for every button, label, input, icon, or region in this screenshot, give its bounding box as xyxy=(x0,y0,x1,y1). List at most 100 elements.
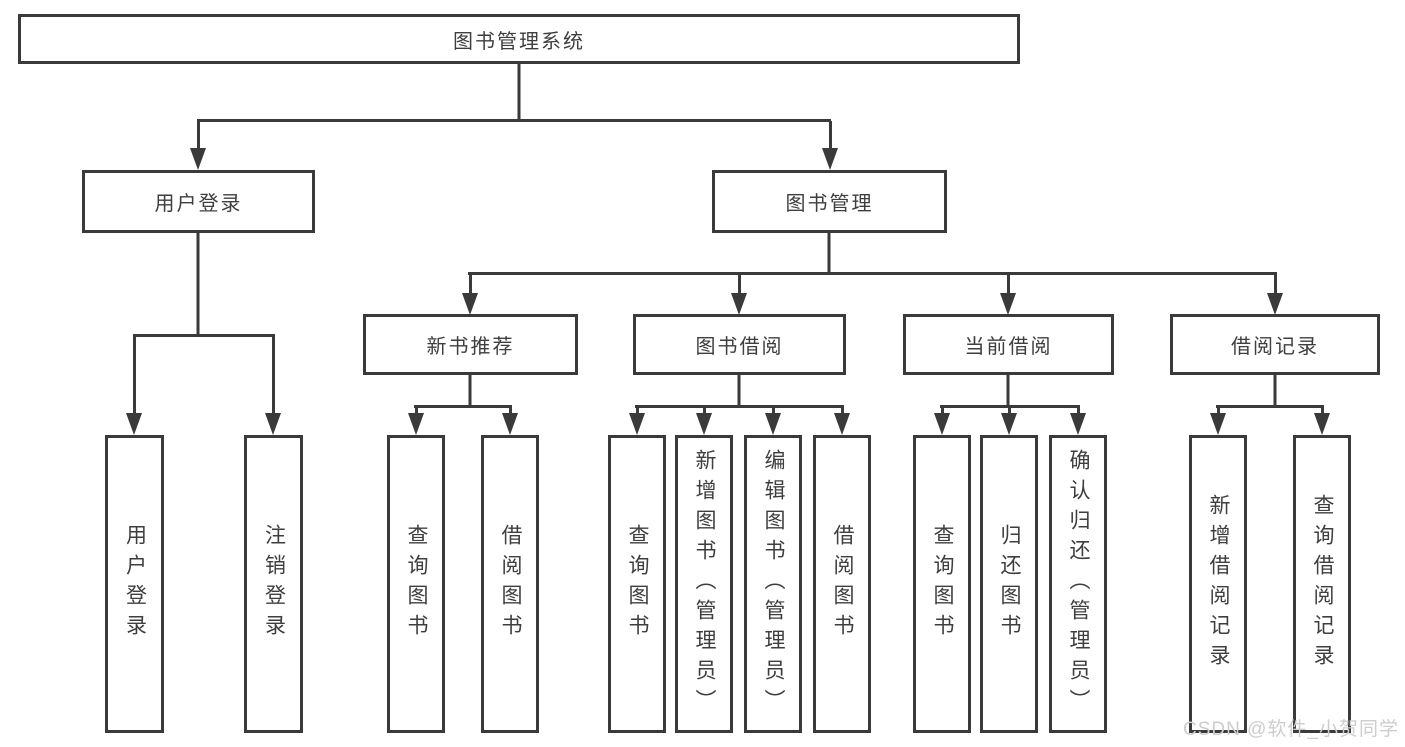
arrow-head-icon xyxy=(765,413,781,435)
leaf-bw-borrow-books: 借阅图书 xyxy=(813,435,871,733)
connector-mgmt-stem xyxy=(827,233,831,275)
leaf-logout: 注销登录 xyxy=(244,435,303,733)
connector-borrow-stem xyxy=(737,375,741,408)
arrow-shaft xyxy=(635,407,639,413)
node-user-login: 用户登录 xyxy=(82,170,315,233)
arrow-head-icon xyxy=(1000,293,1016,315)
node-label: 用户登录 xyxy=(154,193,243,215)
arrow-to-user-login xyxy=(190,121,206,170)
arrow-head-icon xyxy=(834,413,850,435)
connector-mgmt-hline xyxy=(468,272,1277,275)
arrow-to-cur-confirm xyxy=(1070,407,1086,435)
leaf-rec-query-record: 查询借阅记录 xyxy=(1293,435,1351,733)
arrow-shaft xyxy=(1273,274,1277,293)
node-label: 新书推荐 xyxy=(426,336,515,358)
connector-newbook-hline xyxy=(414,405,512,408)
node-label: 查询图书 xyxy=(405,524,428,644)
arrow-head-icon xyxy=(1210,413,1226,435)
node-label: 用户登录 xyxy=(123,524,147,644)
node-label: 查询图书 xyxy=(626,524,649,644)
arrow-shaft xyxy=(271,336,275,413)
node-library-system: 图书管理系统 xyxy=(18,14,1020,64)
arrow-shaft xyxy=(196,121,200,148)
connector-records-hline xyxy=(1216,405,1324,408)
arrow-shaft xyxy=(468,274,472,293)
connector-root-hline xyxy=(197,119,831,122)
node-label: 借阅图书 xyxy=(831,524,854,644)
node-label: 查询图书 xyxy=(931,524,954,644)
leaf-nb-query-books: 查询图书 xyxy=(387,435,445,733)
csdn-watermark: CSDN @软件_小贺同学 xyxy=(1183,719,1399,740)
arrow-to-borrow-records xyxy=(1267,274,1283,315)
node-label: 编辑图书（管理员） xyxy=(762,449,785,719)
arrow-shaft xyxy=(132,336,136,413)
arrow-to-bw-add xyxy=(696,407,712,435)
node-label: 注销登录 xyxy=(262,524,286,644)
node-label: 图书管理 xyxy=(785,193,874,215)
node-book-management: 图书管理 xyxy=(712,170,947,233)
arrow-shaft xyxy=(702,407,706,413)
arrow-shaft xyxy=(1007,407,1011,413)
arrow-head-icon xyxy=(408,413,424,435)
leaf-cur-return-books: 归还图书 xyxy=(980,435,1038,733)
arrow-shaft xyxy=(737,274,741,293)
leaf-nb-borrow-books: 借阅图书 xyxy=(481,435,539,733)
arrow-to-new-book xyxy=(462,274,478,315)
arrow-shaft xyxy=(771,407,775,413)
arrow-shaft xyxy=(840,407,844,413)
node-label: 确认归还（管理员） xyxy=(1067,449,1090,719)
arrow-to-book-borrow xyxy=(731,274,747,315)
node-label: 图书借阅 xyxy=(695,336,784,358)
leaf-rec-add-record: 新增借阅记录 xyxy=(1189,435,1247,733)
arrow-to-rec-add xyxy=(1210,407,1226,435)
arrow-head-icon xyxy=(1267,293,1283,315)
node-label: 新增借阅记录 xyxy=(1207,494,1230,674)
arrow-head-icon xyxy=(502,413,518,435)
arrow-head-icon xyxy=(629,413,645,435)
arrow-shaft xyxy=(508,407,512,413)
arrow-to-cur-query xyxy=(934,407,950,435)
connector-newbook-stem xyxy=(468,375,472,408)
arrow-to-cur-return xyxy=(1001,407,1017,435)
leaf-bw-add-books-admin: 新增图书（管理员） xyxy=(675,435,733,733)
node-label: 借阅图书 xyxy=(499,524,522,644)
arrow-head-icon xyxy=(934,413,950,435)
node-book-borrowing: 图书借阅 xyxy=(633,314,846,375)
node-label: 当前借阅 xyxy=(964,336,1053,358)
arrow-shaft xyxy=(1320,407,1324,413)
node-new-book-recommend: 新书推荐 xyxy=(363,314,578,375)
leaf-bw-query-books: 查询图书 xyxy=(608,435,666,733)
arrow-head-icon xyxy=(190,148,206,170)
arrow-head-icon xyxy=(822,148,838,170)
arrow-head-icon xyxy=(1001,413,1017,435)
arrow-head-icon xyxy=(1314,413,1330,435)
connector-root-stem xyxy=(517,64,521,122)
connector-borrow-hline xyxy=(635,405,844,408)
arrow-to-rec-query xyxy=(1314,407,1330,435)
node-label: 借阅记录 xyxy=(1231,336,1319,358)
arrow-shaft xyxy=(414,407,418,413)
arrow-head-icon xyxy=(1070,413,1086,435)
arrow-to-bw-borrow xyxy=(834,407,850,435)
arrow-head-icon xyxy=(265,413,281,435)
connector-records-stem xyxy=(1273,375,1277,408)
arrow-to-leaf-user-login xyxy=(126,336,142,435)
leaf-cur-confirm-return-admin: 确认归还（管理员） xyxy=(1049,435,1107,733)
arrow-to-nb-query xyxy=(408,407,424,435)
arrow-head-icon xyxy=(731,293,747,315)
connector-login-stem xyxy=(196,233,200,337)
connector-current-hline xyxy=(940,405,1080,408)
node-label: 图书管理系统 xyxy=(453,30,585,53)
leaf-user-login: 用户登录 xyxy=(105,435,164,733)
arrow-to-leaf-logout xyxy=(265,336,281,435)
node-label: 新增图书（管理员） xyxy=(693,449,716,719)
arrow-shaft xyxy=(1216,407,1220,413)
leaf-cur-query-books: 查询图书 xyxy=(913,435,971,733)
node-label: 归还图书 xyxy=(998,524,1021,644)
node-current-borrowing: 当前借阅 xyxy=(903,314,1114,375)
leaf-bw-edit-books-admin: 编辑图书（管理员） xyxy=(744,435,802,733)
node-borrow-records: 借阅记录 xyxy=(1170,314,1380,375)
connector-current-stem xyxy=(1006,375,1010,408)
arrow-head-icon xyxy=(462,293,478,315)
